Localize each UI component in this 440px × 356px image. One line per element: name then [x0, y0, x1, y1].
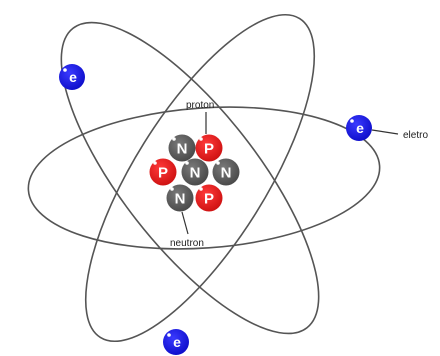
proton-symbol: P — [158, 165, 168, 182]
nucleus: N P P N N N — [150, 135, 240, 212]
neutron-leader-line — [182, 212, 188, 234]
neutron-dot — [170, 187, 174, 191]
electron-symbol: e — [173, 334, 181, 350]
neutron-symbol: N — [190, 165, 201, 182]
electron-right: e — [346, 115, 372, 141]
electron-symbol: e — [69, 69, 77, 85]
neutron-symbol: N — [177, 141, 188, 158]
proton-dot — [199, 187, 203, 191]
proton-dot — [199, 137, 203, 141]
neutron-dot — [185, 161, 189, 165]
electron-label: eletro — [403, 130, 428, 141]
neutron: N — [182, 159, 209, 186]
electron-dot — [63, 68, 67, 72]
electron-symbol: e — [356, 120, 364, 136]
proton: P — [196, 135, 223, 162]
neutron: N — [167, 185, 194, 212]
neutron: N — [169, 135, 196, 162]
proton-symbol: P — [204, 191, 214, 208]
proton-symbol: P — [204, 141, 214, 158]
neutron-symbol: N — [175, 191, 186, 208]
electron-top-left: e — [59, 64, 85, 90]
neutron: N — [213, 159, 240, 186]
proton: P — [196, 185, 223, 212]
proton: P — [150, 159, 177, 186]
proton-dot — [153, 161, 157, 165]
neutron-label: neutron — [170, 238, 204, 249]
electron-dot — [350, 119, 354, 123]
neutron-dot — [216, 161, 220, 165]
electron-bottom: e — [163, 329, 189, 355]
electron-dot — [167, 333, 171, 337]
neutron-dot — [172, 137, 176, 141]
neutron-symbol: N — [221, 165, 232, 182]
electron-leader-line — [372, 130, 398, 134]
proton-label: proton — [186, 100, 214, 111]
